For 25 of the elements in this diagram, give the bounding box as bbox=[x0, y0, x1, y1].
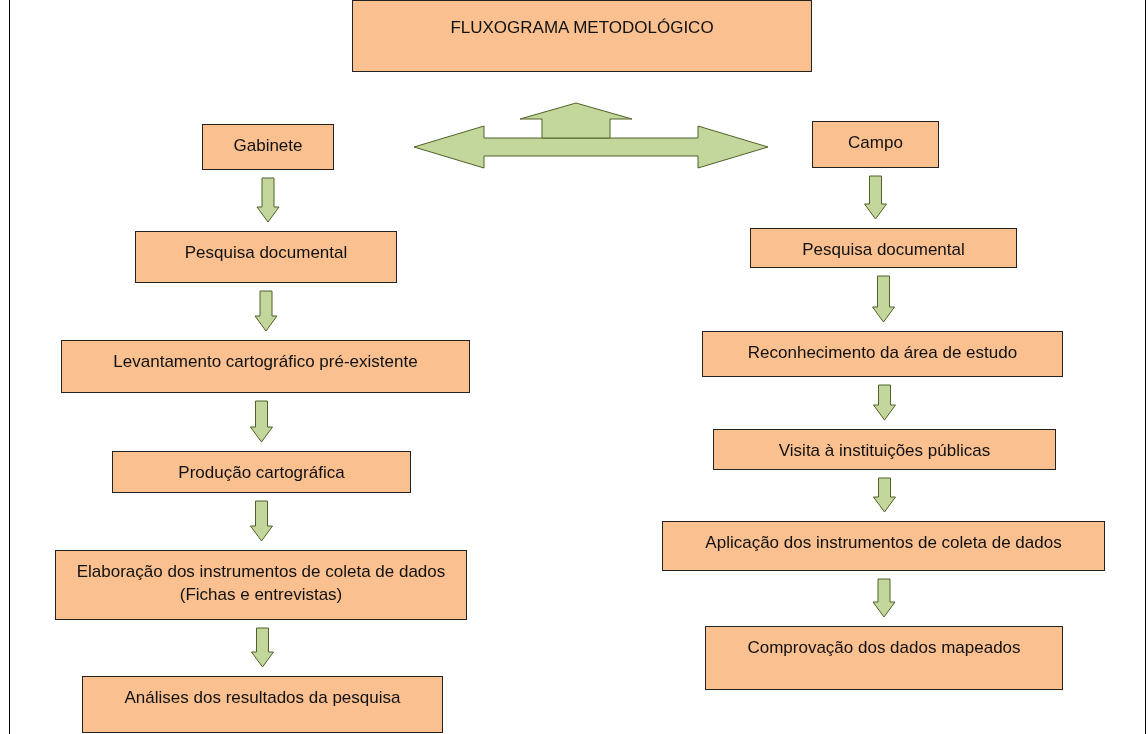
block-arrow bbox=[250, 500, 273, 542]
process-box: Análises dos resultados da pesquisa bbox=[82, 676, 443, 733]
process-box: Campo bbox=[812, 121, 939, 168]
process-box: Reconhecimento da área de estudo bbox=[702, 331, 1063, 377]
block-arrow bbox=[873, 384, 896, 421]
block-arrow bbox=[254, 290, 278, 332]
block-arrow bbox=[873, 477, 896, 513]
process-box: Aplicação dos instrumentos de coleta de dados bbox=[662, 521, 1105, 571]
process-box: Elaboração dos instrumentos de coleta de dados (Fichas e entrevistas) bbox=[55, 550, 467, 620]
block-arrow bbox=[864, 175, 887, 220]
block-arrow bbox=[519, 102, 633, 139]
block-arrow bbox=[872, 275, 895, 323]
process-box: Pesquisa documental bbox=[750, 228, 1017, 268]
title-box: FLUXOGRAMA METODOLÓGICO bbox=[352, 0, 812, 72]
block-arrow bbox=[256, 177, 280, 223]
block-arrow bbox=[413, 125, 769, 169]
block-arrow bbox=[251, 627, 274, 668]
process-box: Comprovação dos dados mapeados bbox=[705, 626, 1063, 690]
process-box: Visita à instituições públicas bbox=[713, 429, 1056, 470]
process-box: Pesquisa documental bbox=[135, 231, 397, 283]
block-arrow bbox=[250, 400, 273, 443]
process-box: Gabinete bbox=[202, 124, 334, 170]
process-box: Produção cartográfica bbox=[112, 451, 411, 493]
block-arrow bbox=[872, 578, 896, 618]
process-box: Levantamento cartográfico pré-existente bbox=[61, 340, 470, 393]
